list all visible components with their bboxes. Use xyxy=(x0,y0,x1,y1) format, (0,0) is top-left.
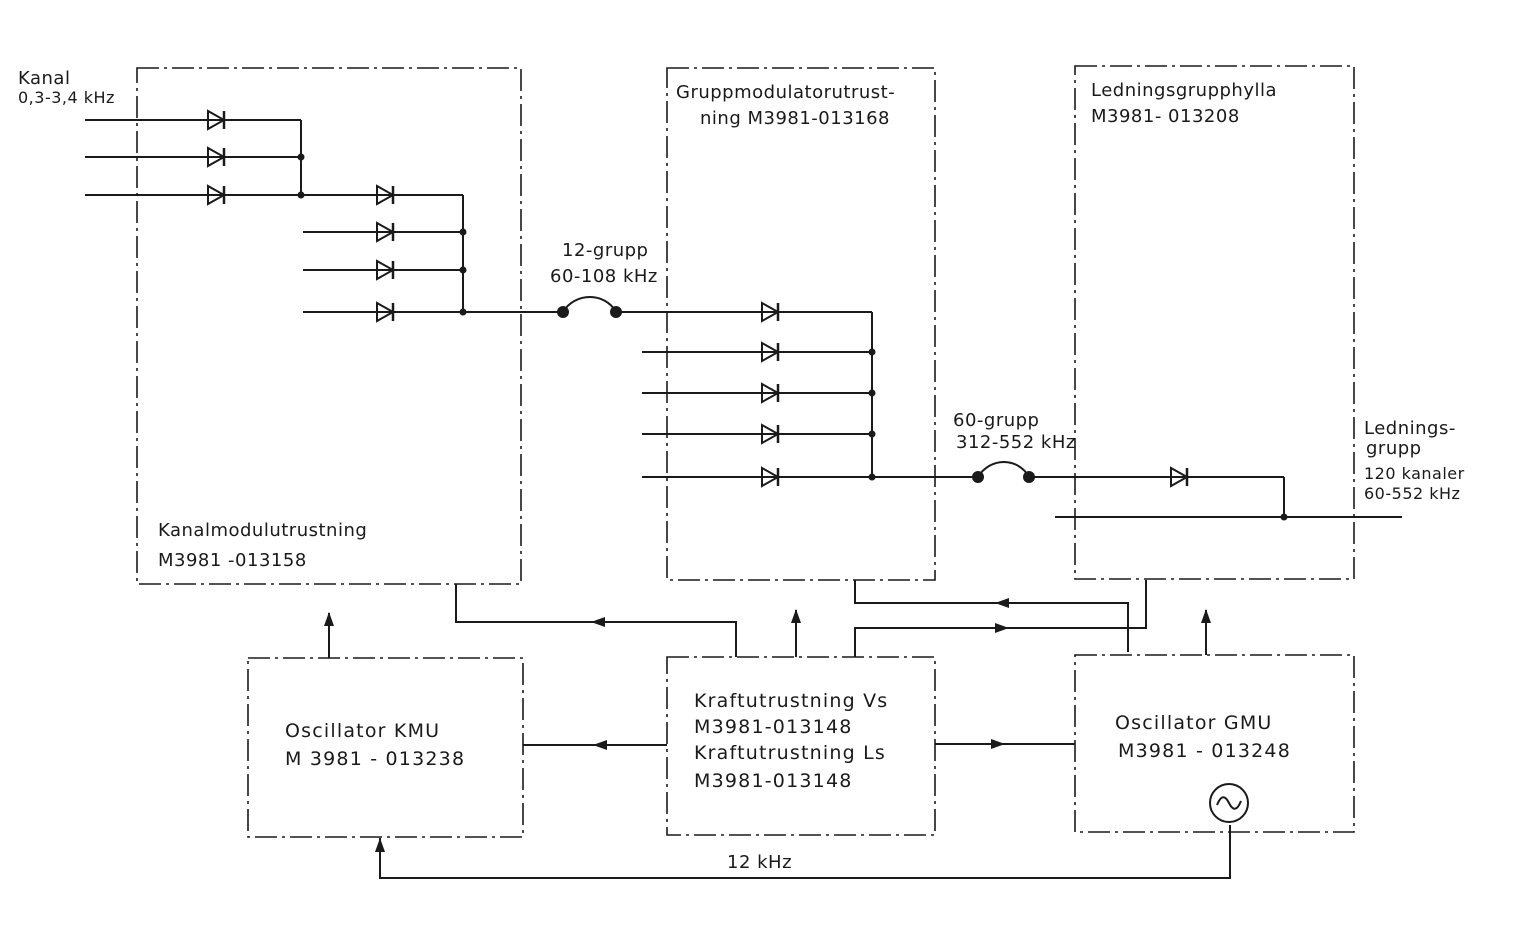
output-title-line1: Lednings- xyxy=(1364,418,1456,439)
power-line4: M3981-013148 xyxy=(694,770,853,792)
kraftutrustning-box xyxy=(667,657,935,835)
kmu-code: M3981 -013158 xyxy=(158,550,307,571)
arrow-up-icon xyxy=(324,612,334,626)
gmu-title-line1: Gruppmodulatorutrust- xyxy=(676,82,896,103)
sine-generator-icon xyxy=(1209,783,1249,823)
group12-title: 12-grupp xyxy=(562,240,649,261)
group60-frequency: 312-552 kHz xyxy=(956,432,1076,453)
frequency-12khz-label: 12 kHz xyxy=(727,852,793,873)
arrow-left-icon xyxy=(593,740,607,750)
kanal-frequency-label: 0,3-3,4 kHz xyxy=(18,88,115,107)
output-channels: 120 kanaler xyxy=(1364,464,1465,483)
arrow-up-icon xyxy=(791,609,801,623)
group60-title: 60-grupp xyxy=(953,410,1040,431)
line-filter-icon xyxy=(1163,466,1195,488)
lgh-title: Ledningsgrupphylla xyxy=(1091,80,1278,101)
arrow-up-icon xyxy=(375,838,385,852)
kanalmodul-box xyxy=(137,68,521,584)
output-title-line2: grupp xyxy=(1366,438,1422,459)
arrow-up-icon xyxy=(1201,609,1211,623)
lgh-code: M3981- 013208 xyxy=(1091,106,1240,127)
power-line3: Kraftutrustning Ls xyxy=(694,742,886,764)
power-line1: Kraftutrustning Vs xyxy=(694,690,889,712)
group12-frequency: 60-108 kHz xyxy=(550,266,658,287)
osc-gmu-title: Oscillator GMU xyxy=(1115,712,1273,734)
kanal-label: Kanal xyxy=(18,68,71,89)
osc-kmu-title: Oscillator KMU xyxy=(285,720,441,742)
arrow-left-icon xyxy=(995,598,1009,608)
osc-kmu-code: M 3981 - 013238 xyxy=(285,748,466,770)
gmu-title-line2: ning M3981-013168 xyxy=(700,108,891,129)
group-filter-icons xyxy=(754,301,786,488)
power-line2: M3981-013148 xyxy=(694,716,853,738)
arrow-left-icon xyxy=(591,617,605,627)
ledningsgrupphylla-box xyxy=(1075,66,1354,579)
gruppmodulator-box xyxy=(667,68,935,580)
arrow-right-icon xyxy=(991,739,1005,749)
output-frequency: 60-552 kHz xyxy=(1364,484,1461,503)
osc-gmu-code: M3981 - 013248 xyxy=(1118,740,1292,762)
arrow-right-icon xyxy=(995,623,1009,633)
kmu-title: Kanalmodulutrustning xyxy=(158,520,368,541)
oscillator-kmu-box xyxy=(248,658,523,837)
